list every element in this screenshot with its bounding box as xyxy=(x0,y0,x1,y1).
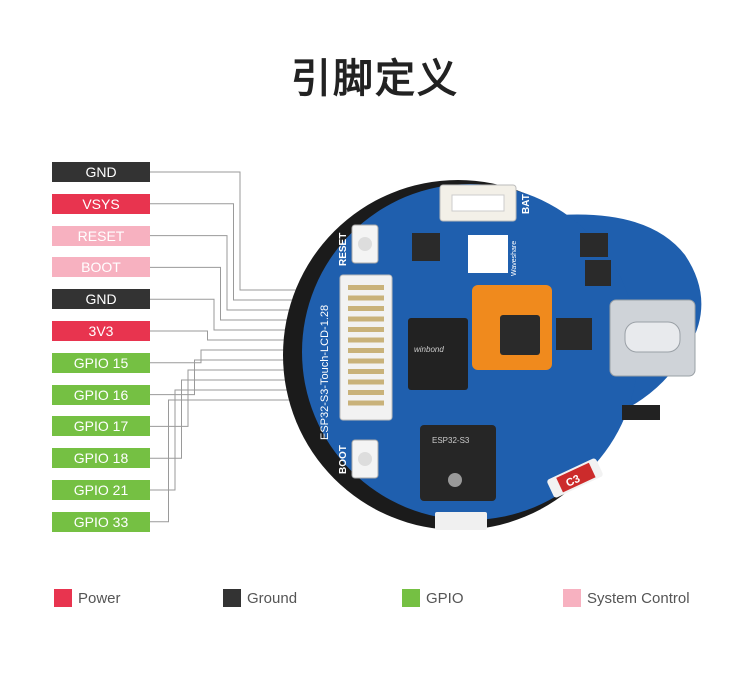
connector-pin xyxy=(348,295,384,301)
pin-label: RESET xyxy=(52,225,150,246)
connector-pin xyxy=(348,316,384,322)
pin-label: GPIO 16 xyxy=(52,384,150,405)
legend-item: Power xyxy=(54,588,121,608)
pin-wire xyxy=(150,203,345,301)
connector-pin xyxy=(348,337,384,343)
bat-label: BAT xyxy=(521,194,532,214)
legend-label: Ground xyxy=(247,589,298,607)
connector-pin xyxy=(348,358,384,364)
pin-label: GND xyxy=(52,162,150,182)
connector-pin xyxy=(348,379,384,385)
flash-chip-label: winbond xyxy=(414,345,444,354)
connector-pin xyxy=(348,285,384,290)
pin-label: GND xyxy=(52,289,150,310)
connector-pin xyxy=(348,327,384,332)
legend-item: Ground xyxy=(223,588,297,608)
esp32-board xyxy=(283,180,702,530)
legend-swatch xyxy=(54,589,72,607)
pin-wire xyxy=(150,298,345,331)
pin-label: GPIO 17 xyxy=(52,416,150,437)
legend-item: GPIO xyxy=(402,588,464,608)
pin-wire xyxy=(150,330,345,341)
pin-label: BOOT xyxy=(52,257,150,278)
pin-label: VSYS xyxy=(52,193,150,214)
connector-pin xyxy=(348,348,384,353)
cap-label: C3 xyxy=(564,473,582,490)
pin-wire xyxy=(150,399,345,523)
board-silk-name: ESP32-S3-Touch-LCD-1.28 xyxy=(319,305,331,440)
connector-pin xyxy=(348,400,384,406)
pin-label: GPIO 15 xyxy=(52,352,150,373)
connector-pin xyxy=(348,369,384,374)
pin-wire xyxy=(150,171,345,291)
legend-label: Power xyxy=(78,589,121,607)
main-chip-label: ESP32-S3 xyxy=(432,436,470,445)
page-title: 引脚定义 xyxy=(291,56,459,102)
legend-item: System Control xyxy=(563,588,690,608)
legend-label: System Control xyxy=(587,589,690,607)
pin-label: GPIO 21 xyxy=(52,480,150,500)
legend: Power Ground GPIO System Control xyxy=(0,588,750,610)
connector-wires xyxy=(150,171,345,523)
pin-label: 3V3 xyxy=(52,321,150,341)
pin-wire xyxy=(150,266,345,321)
legend-swatch xyxy=(563,589,581,607)
pin-wire xyxy=(150,359,345,396)
pin-wire xyxy=(150,349,345,364)
reset-label: RESET xyxy=(338,233,349,266)
legend-swatch xyxy=(223,589,241,607)
pin-label: GPIO 33 xyxy=(52,511,150,532)
legend-label: GPIO xyxy=(426,589,464,607)
legend-swatch xyxy=(402,589,420,607)
pin-wire xyxy=(150,389,345,491)
pin-wire xyxy=(150,379,345,459)
brand-label: Waveshare xyxy=(511,241,518,276)
connector-pin xyxy=(348,390,384,395)
connector-pin xyxy=(348,306,384,311)
pin-wire xyxy=(150,235,345,311)
pin-label: GPIO 18 xyxy=(52,448,150,469)
boot-label: BOOT xyxy=(338,445,349,474)
